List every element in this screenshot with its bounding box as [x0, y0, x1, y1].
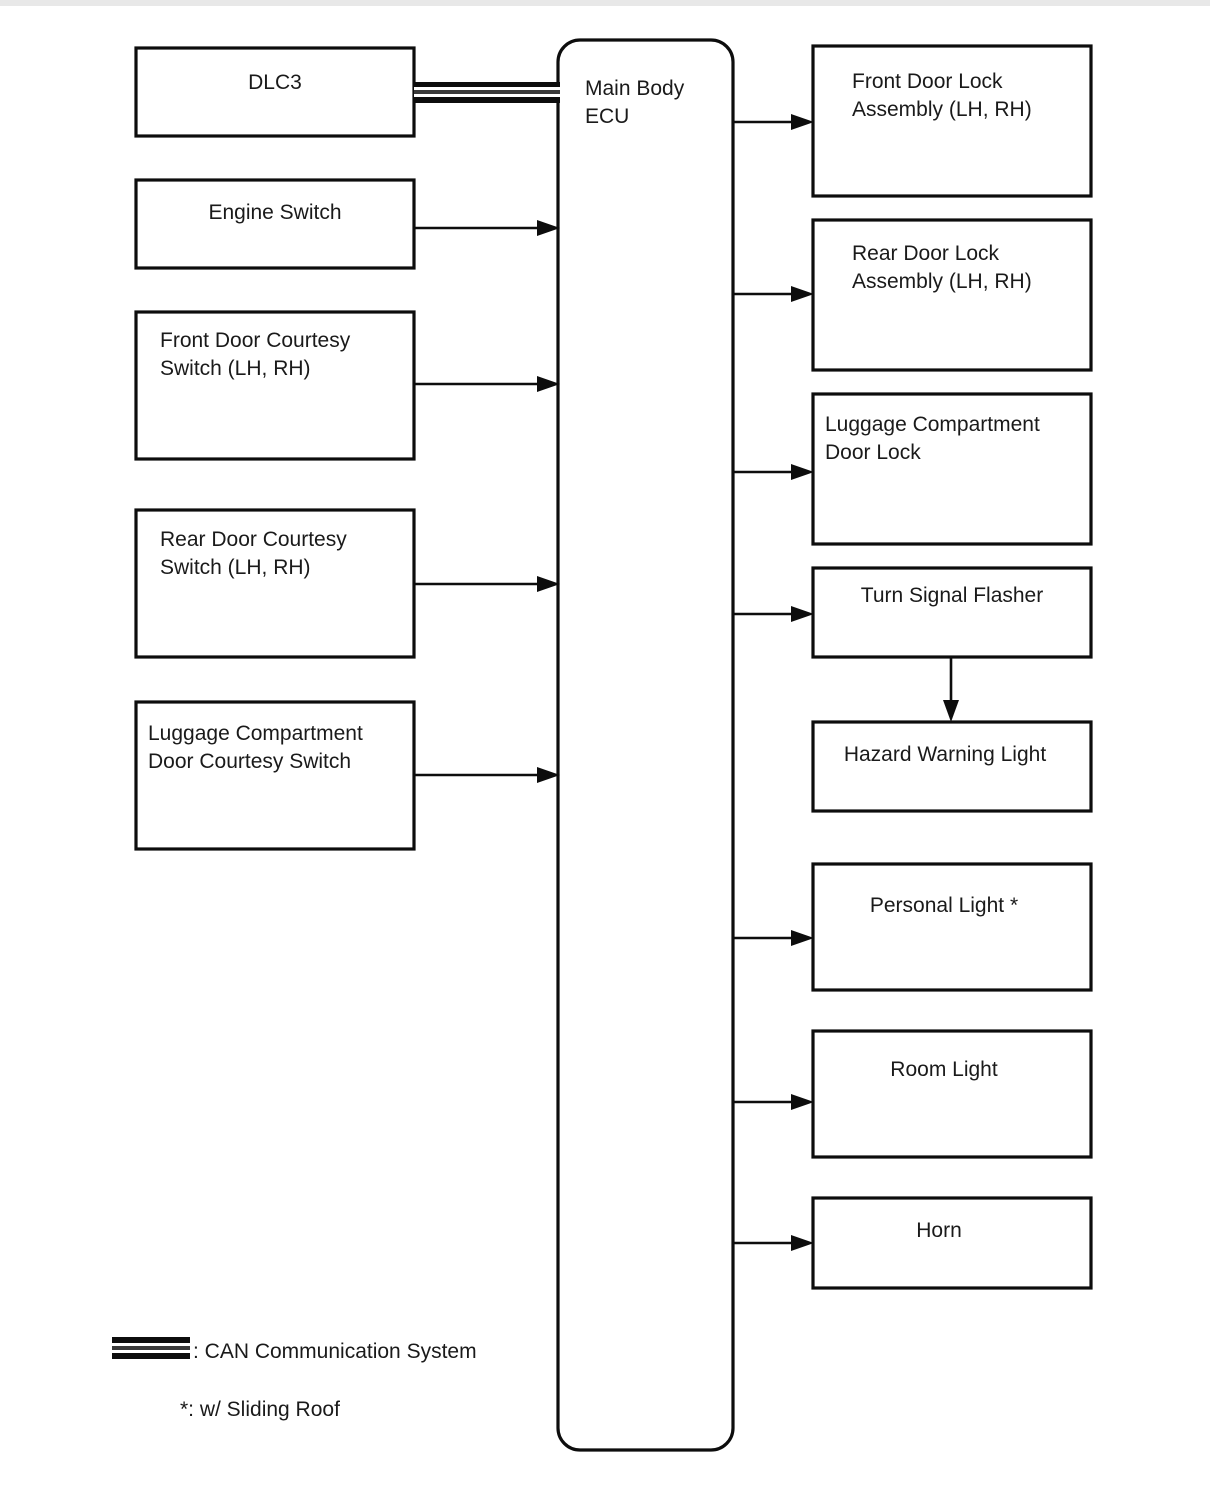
arrow-ecu-to-rear-door-lock-assembly: [733, 286, 814, 302]
front-door-lock-assembly-label-line2: Assembly (LH, RH): [852, 98, 1032, 121]
personal-light-label-line1: Personal Light *: [870, 894, 1018, 917]
luggage-compartment-door-courtesy-switch-label-line2: Door Courtesy Switch: [148, 750, 351, 773]
dlc3-box[interactable]: [134, 46, 416, 138]
legend-can-communication-system-label: : CAN Communication System: [193, 1340, 477, 1363]
front-door-lock-assembly-block[interactable]: Front Door Lock Assembly (LH, RH): [811, 44, 1093, 198]
luggage-compartment-door-lock-label-line2: Door Lock: [825, 441, 921, 464]
luggage-compartment-door-lock-box[interactable]: [811, 392, 1093, 546]
horn-block[interactable]: Horn: [811, 1196, 1093, 1290]
arrow-ecu-to-turn-signal-flasher: [733, 606, 814, 622]
hazard-warning-light-block[interactable]: Hazard Warning Light: [811, 720, 1093, 813]
hazard-warning-light-box[interactable]: [811, 720, 1093, 813]
front-door-lock-assembly-box[interactable]: [811, 44, 1093, 198]
turn-signal-flasher-block[interactable]: Turn Signal Flasher: [811, 566, 1093, 659]
arrow-front-door-courtesy-switch-to-ecu: [414, 376, 560, 392]
arrow-engine-switch-to-ecu: [414, 220, 560, 236]
rear-door-courtesy-switch-label-line1: Rear Door Courtesy: [160, 528, 347, 551]
engine-switch-label-line1: Engine Switch: [208, 201, 341, 224]
main-body-ecu-label-line1: Main Body: [585, 77, 685, 100]
legend-can-communication-system: : CAN Communication System: [112, 1337, 477, 1363]
can-stripe-icon: [112, 1337, 190, 1359]
horn-label-line1: Horn: [916, 1219, 962, 1242]
front-door-courtesy-switch-label-line1: Front Door Courtesy: [160, 329, 351, 352]
dlc3-block[interactable]: DLC3: [134, 46, 416, 138]
arrow-turn-signal-flasher-to-hazard-warning-light: [943, 657, 959, 722]
rear-door-lock-assembly-box[interactable]: [811, 218, 1093, 372]
arrow-luggage-compartment-door-courtesy-switch-to-ecu: [414, 767, 560, 783]
rear-door-lock-assembly-label-line1: Rear Door Lock: [852, 242, 1000, 265]
personal-light-block[interactable]: Personal Light *: [811, 862, 1093, 992]
main-body-ecu-block[interactable]: Main Body ECU: [556, 38, 735, 1452]
personal-light-box[interactable]: [811, 862, 1093, 992]
luggage-compartment-door-lock-label-line1: Luggage Compartment: [825, 413, 1040, 436]
turn-signal-flasher-box[interactable]: [811, 566, 1093, 659]
main-body-ecu-box[interactable]: [556, 38, 735, 1452]
rear-door-lock-assembly-block[interactable]: Rear Door Lock Assembly (LH, RH): [811, 218, 1093, 372]
arrow-ecu-to-horn: [733, 1235, 814, 1251]
luggage-compartment-door-courtesy-switch-label-line1: Luggage Compartment: [148, 722, 363, 745]
front-door-lock-assembly-label-line1: Front Door Lock: [852, 70, 1003, 93]
rear-door-courtesy-switch-block[interactable]: Rear Door Courtesy Switch (LH, RH): [134, 508, 416, 659]
arrow-rear-door-courtesy-switch-to-ecu: [414, 576, 560, 592]
rear-door-lock-assembly-label-line2: Assembly (LH, RH): [852, 270, 1032, 293]
engine-switch-box[interactable]: [134, 178, 416, 270]
engine-switch-block[interactable]: Engine Switch: [134, 178, 416, 270]
arrow-ecu-to-luggage-compartment-door-lock: [733, 464, 814, 480]
room-light-box[interactable]: [811, 1029, 1093, 1159]
legend-sliding-roof-note: *: w/ Sliding Roof: [180, 1398, 340, 1421]
turn-signal-flasher-label-line1: Turn Signal Flasher: [861, 584, 1043, 607]
luggage-compartment-door-courtesy-switch-block[interactable]: Luggage Compartment Door Courtesy Switch: [134, 700, 416, 851]
room-light-block[interactable]: Room Light: [811, 1029, 1093, 1159]
front-door-courtesy-switch-label-line2: Switch (LH, RH): [160, 357, 311, 380]
arrow-ecu-to-personal-light: [733, 930, 814, 946]
main-body-ecu-label-line2: ECU: [585, 105, 629, 128]
arrow-ecu-to-front-door-lock-assembly: [733, 114, 814, 130]
legend-sliding-roof-note-label: *: w/ Sliding Roof: [180, 1398, 340, 1421]
horn-box[interactable]: [811, 1196, 1093, 1290]
top-gray-strip: [0, 0, 1210, 6]
room-light-label-line1: Room Light: [890, 1058, 998, 1081]
front-door-courtesy-switch-box[interactable]: [134, 310, 416, 461]
luggage-compartment-door-lock-block[interactable]: Luggage Compartment Door Lock: [811, 392, 1093, 546]
arrow-ecu-to-room-light: [733, 1094, 814, 1110]
hazard-warning-light-label-line1: Hazard Warning Light: [844, 743, 1046, 766]
dlc3-label-line1: DLC3: [248, 71, 302, 94]
front-door-courtesy-switch-block[interactable]: Front Door Courtesy Switch (LH, RH): [134, 310, 416, 461]
can-bus-connector-dlc3: [414, 82, 560, 103]
rear-door-courtesy-switch-label-line2: Switch (LH, RH): [160, 556, 311, 579]
